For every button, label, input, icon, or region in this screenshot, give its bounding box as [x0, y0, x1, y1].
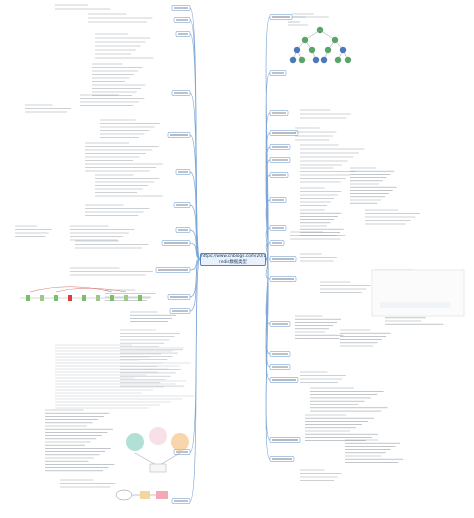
sequence-arc: [29, 286, 113, 293]
tree-node: [339, 46, 347, 54]
sequence-cell: [82, 295, 86, 301]
branch-line: [189, 7, 201, 260]
branch-line: [189, 258, 201, 312]
tree-node: [344, 56, 352, 64]
cluster-circle: [149, 427, 167, 445]
sequence-cell: [138, 295, 142, 301]
cluster-box: [149, 463, 167, 473]
branch-line: [189, 204, 201, 260]
tree-node: [324, 46, 332, 54]
sequence-cell: [54, 295, 58, 301]
tree-node: [298, 56, 306, 64]
sequence-cell: [124, 295, 128, 301]
code-highlight: [380, 302, 450, 308]
tree-node: [293, 46, 301, 54]
tree-node: [316, 26, 324, 34]
root-topic-line-1: https://www.cnblogs.com/20/17: [201, 254, 266, 259]
branch-line: [189, 134, 201, 260]
tree-node: [308, 46, 316, 54]
branch-lines: [189, 7, 271, 502]
branch-line: [265, 258, 271, 460]
branch-line: [189, 229, 201, 260]
branch-line: [189, 33, 201, 260]
sequence-arc: [55, 287, 127, 293]
branch-line: [265, 227, 271, 260]
sequence-cell: [96, 295, 100, 301]
tree-node: [301, 36, 309, 44]
sequence-cell: [26, 295, 30, 301]
cluster-circle: [126, 433, 144, 451]
branch-line: [189, 19, 201, 260]
tree-node: [312, 56, 320, 64]
root-topic-line-2: redis数据类型: [219, 260, 247, 265]
flow-node: [140, 491, 150, 499]
tree-node: [289, 56, 297, 64]
branch-line: [189, 242, 201, 260]
root-topic[interactable]: https://www.cnblogs.com/20/17 redis数据类型: [200, 253, 266, 266]
sequence-cell: [68, 295, 72, 301]
tree-node: [334, 56, 342, 64]
sequence-cell: [40, 295, 44, 301]
branch-line: [189, 258, 201, 502]
tree-node: [320, 56, 328, 64]
cluster-circle: [171, 433, 189, 451]
tree-node: [331, 36, 339, 44]
code-block: [371, 269, 465, 317]
embedded-figures: [20, 26, 465, 501]
flow-node: [115, 489, 133, 501]
branch-line: [265, 242, 271, 260]
topic-nodes: [15, 4, 446, 504]
flow-node: [156, 491, 168, 499]
sequence-cell: [110, 295, 114, 301]
branch-line: [189, 258, 201, 453]
